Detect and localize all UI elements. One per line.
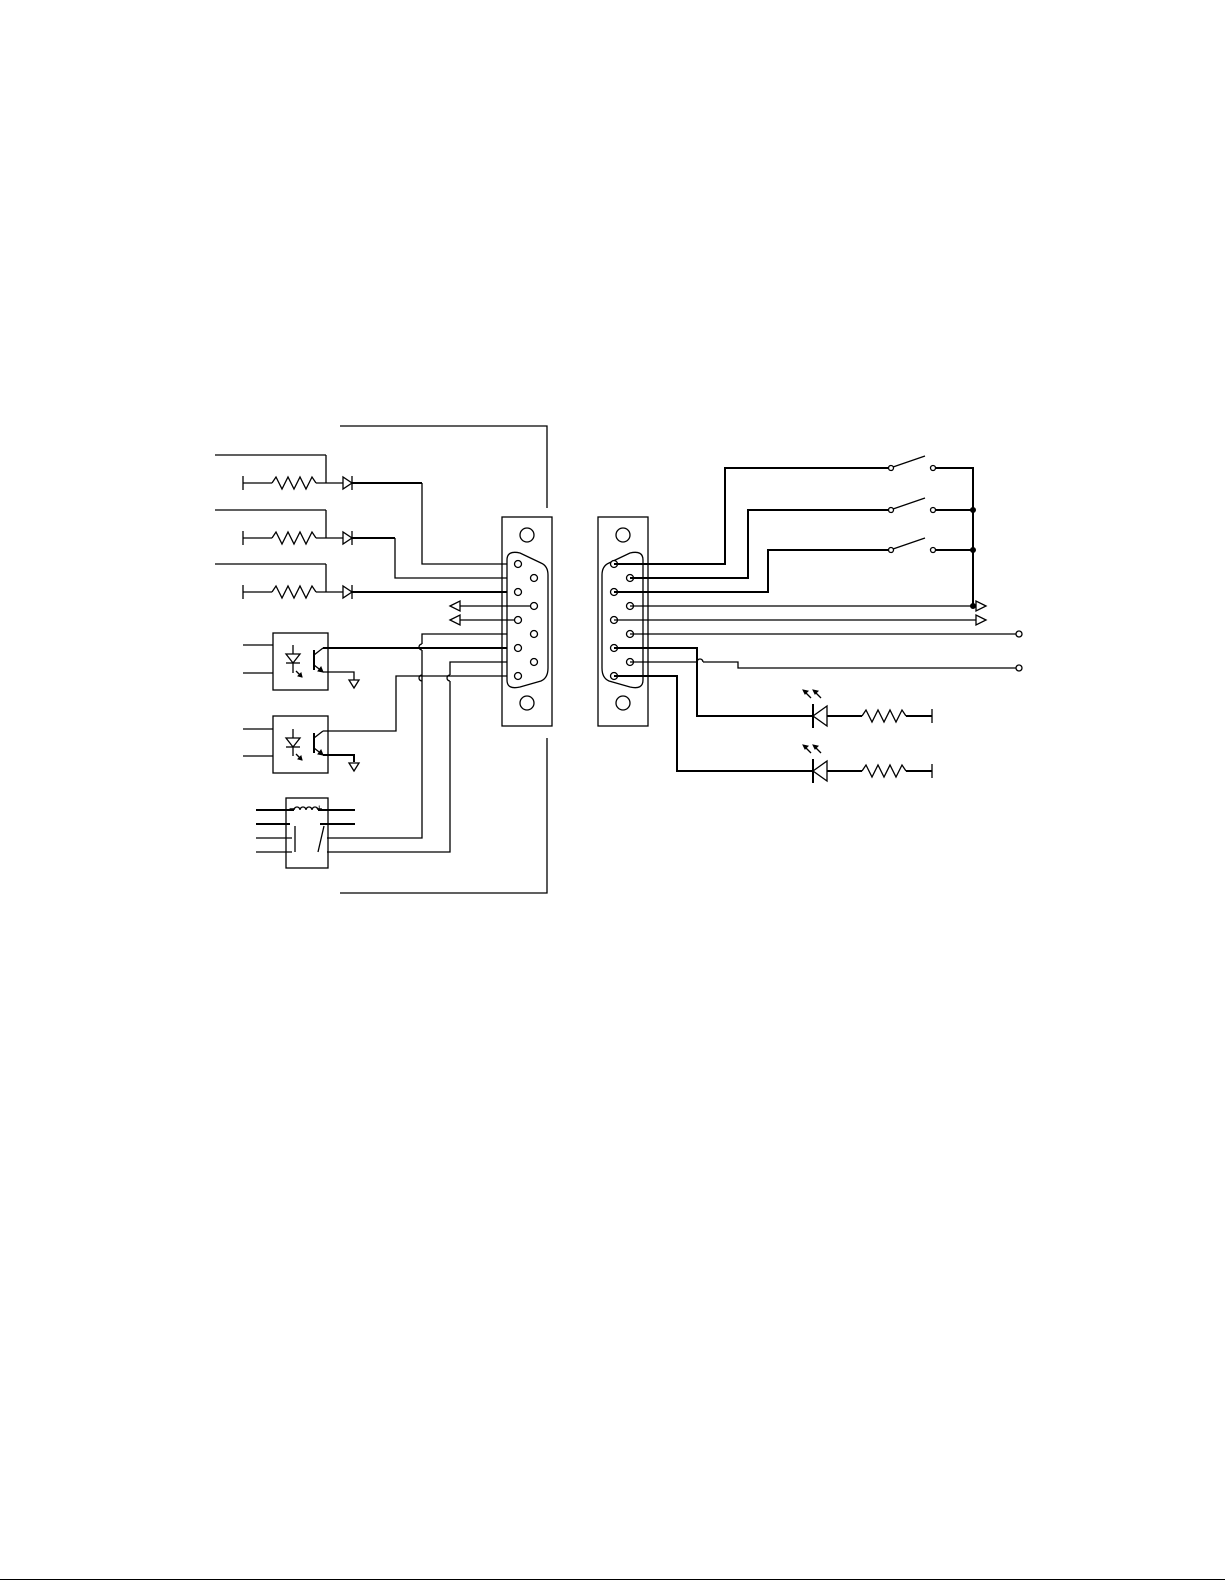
coil-icon [294,807,318,810]
input-circuit-2 [215,510,507,578]
resistor-icon [272,477,316,489]
diode-icon [343,585,352,599]
led-icon [286,645,302,677]
switch-icon [889,538,936,553]
input-circuit-3 [215,564,507,599]
ground-icon [349,763,359,771]
enclosure-bracket [340,426,547,893]
led-icon [803,690,827,728]
switch-icon [889,498,936,513]
signal-arrows-right [614,601,986,625]
terminal-outputs [630,631,1022,671]
phototransistor-icon [314,648,323,672]
led-icon [803,745,827,783]
phototransistor-icon [314,731,323,755]
switch-icon [889,456,936,471]
arrow-right-icon [976,615,986,625]
arrow-left-icon [450,615,460,625]
db9-connector-right [598,517,648,726]
resistor-icon [862,710,906,722]
diode-icon [343,476,352,490]
relay: − + [256,798,355,868]
diode-icon [343,531,352,545]
relay-wires [327,634,507,852]
ground-icon [349,680,359,688]
db9-connector-left [502,517,552,726]
arrow-left-icon [450,601,460,611]
led-output-2 [614,676,932,783]
switches [614,456,976,609]
resistor-icon [272,586,316,598]
arrow-right-icon [976,601,986,611]
switch-contact-icon [295,826,324,852]
resistor-icon [862,765,906,777]
led-output-1 [614,648,932,728]
led-icon [286,729,302,760]
footer-rule [0,1579,1225,1580]
resistor-icon [272,532,316,544]
